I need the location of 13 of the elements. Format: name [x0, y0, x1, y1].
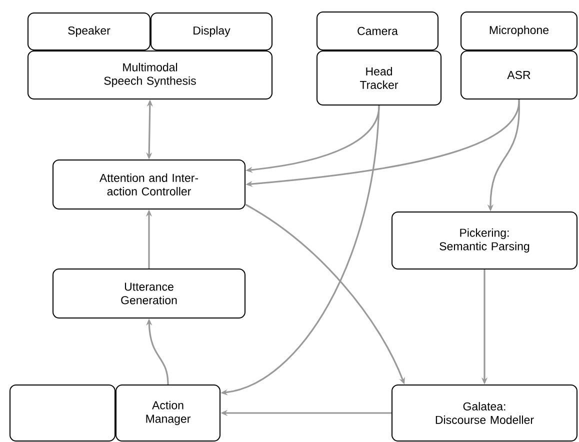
empty-box	[10, 384, 116, 442]
process-box: Action Manager	[116, 384, 220, 442]
process-box: Multimodal Speech Synthesis	[28, 50, 272, 100]
process-box: Microphone	[460, 12, 578, 50]
process-box: Camera	[316, 12, 438, 50]
process-box: Galatea: Discourse Modeller	[392, 384, 578, 442]
process-box: Speaker	[28, 12, 150, 50]
process-box: ASR	[460, 50, 578, 100]
process-box: Attention and Inter-action Controller	[52, 160, 246, 210]
process-box: Utterance Generation	[52, 268, 246, 318]
process-box: Display	[150, 12, 272, 50]
process-box: Pickering: Semantic Parsing	[392, 212, 578, 270]
process-box: Head Tracker	[316, 50, 442, 106]
